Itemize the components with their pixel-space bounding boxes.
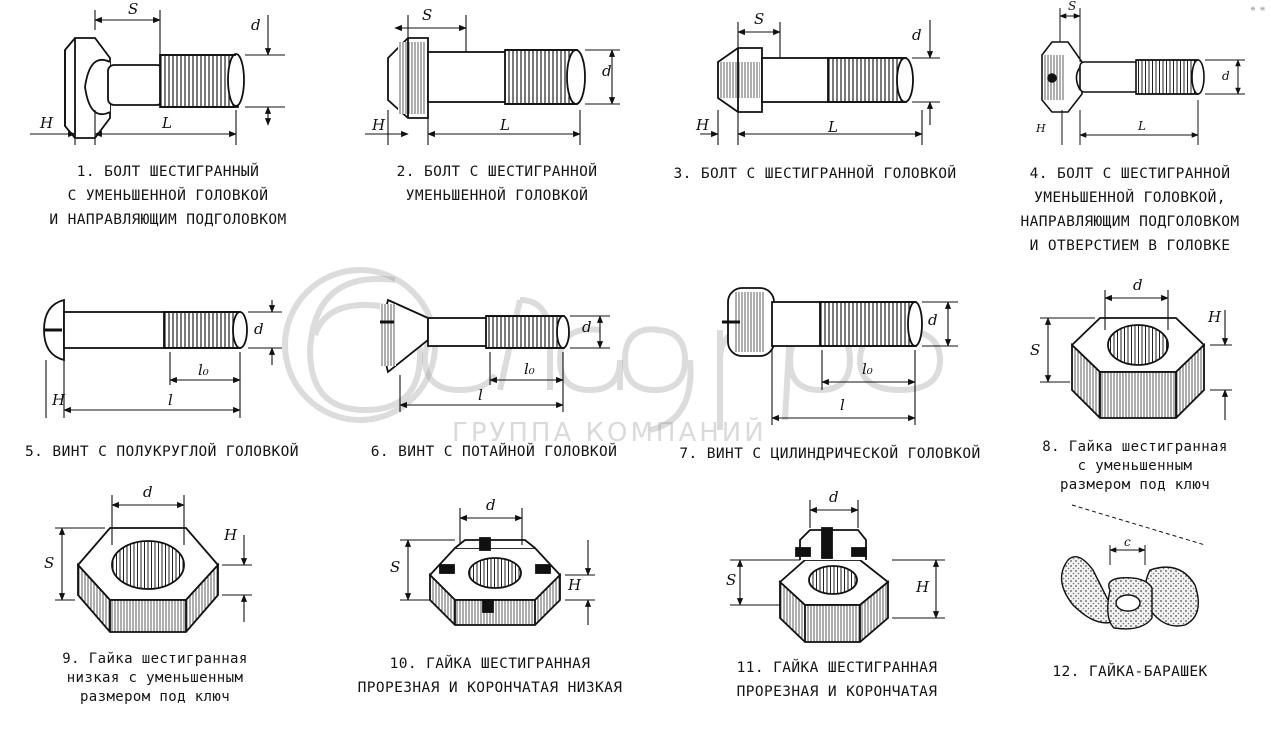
screw-7-drawing [722,287,923,357]
screw-5-dim-l: l [168,391,173,409]
bolt-3-dim-d: d [912,26,922,44]
screw-5-dim-d: d [254,320,264,338]
screw-6-dim-l0: l₀ [524,360,535,378]
nut-9-dim-s: S [44,554,54,572]
screw-6-dim-d: d [582,318,592,336]
nut-8-dim-h: H [1207,308,1222,326]
nut-11-dim-s: S [726,571,736,589]
nut-10-dim-s: S [390,558,400,576]
bolt-3-dim-h: H [695,116,710,134]
nut-9-dim-d: d [143,483,153,501]
bolt-2-dim-l: L [499,116,510,134]
nut-8-drawing [1070,317,1206,419]
caption-3: 3. БОЛТ С ШЕСТИГРАННОЙ ГОЛОВКОЙ [673,166,957,182]
bolt-2-dim-d: d [602,62,612,80]
screw-5-dims [45,300,282,418]
screw-5-dim-l0: l₀ [198,361,209,379]
wing-nut-12-dims [1071,504,1206,565]
bolt-3-drawing [717,47,914,113]
corner-mark: ≡ ≡ [1250,4,1265,13]
screw-7-dim-d: d [928,311,938,329]
bolt-2-dim-s: S [422,6,432,24]
bolt-4-dim-d: d [1222,69,1230,83]
bolt-1-dims [30,10,285,145]
watermark-tagline: ГРУППА КОМПАНИЙ [452,418,767,448]
nut-10-dims [400,508,595,625]
bolt-2-dims [365,15,620,145]
bolt-1-drawing [64,37,245,139]
bolt-3-dim-s: S [754,10,764,28]
bolt-1-dim-l: L [161,114,172,132]
nut-9-dim-h: H [223,526,238,544]
nut-10-dim-h: H [567,576,582,594]
caption-12: 12. ГАЙКА-БАРАШЕК [1052,664,1208,680]
nut-8-dim-s: S [1030,341,1040,359]
nut-10-dim-d: d [486,496,496,514]
nut-10-drawing [428,537,562,626]
nut-9-dims [55,495,252,622]
bolt-4-dims [1059,8,1245,145]
nut-11-dims [730,500,945,619]
screw-6-dim-l: l [478,386,483,404]
screw-7-dims [771,301,958,425]
bolt-2-dim-h: H [371,116,386,134]
caption-7: 7. ВИНТ С ЦИЛИНДРИЧЕСКОЙ ГОЛОВКОЙ [679,446,981,462]
screw-5-drawing [43,298,248,362]
caption-5: 5. ВИНТ С ПОЛУКРУГЛОЙ ГОЛОВКОЙ [25,444,299,460]
nut-8-dim-d: d [1133,276,1143,294]
bolt-3-dims [700,20,940,145]
nut-11-dim-d: d [829,488,839,506]
wing-nut-12-drawing [1060,556,1199,630]
bolt-1-dim-s: S [128,0,138,18]
bolt-4-dim-l: L [1137,119,1146,133]
caption-6: 6. ВИНТ С ПОТАЙНОЙ ГОЛОВКОЙ [370,444,618,460]
screw-6-dims [399,315,610,412]
bolt-1-dim-d: d [251,16,261,34]
nut-11-dim-h: H [915,578,930,596]
screw-7-dim-l0: l₀ [862,360,873,378]
nut-9-drawing [76,527,220,633]
bolt-4-dim-h: H [1035,122,1046,135]
nut-11-drawing [778,527,890,643]
wing-nut-12-dim-c: c [1124,535,1131,549]
nut-8-dims [1040,290,1232,420]
bolt-2-drawing [387,37,586,119]
bolt-4-dim-s: S [1068,0,1076,13]
bolt-4-drawing [1041,41,1205,113]
bolt-1-dim-h: H [39,114,54,132]
screw-7-dim-l: l [840,396,845,414]
bolt-3-dim-l: L [827,118,838,136]
screw-5-dim-h: H [51,391,66,409]
screw-6-drawing [380,298,570,374]
